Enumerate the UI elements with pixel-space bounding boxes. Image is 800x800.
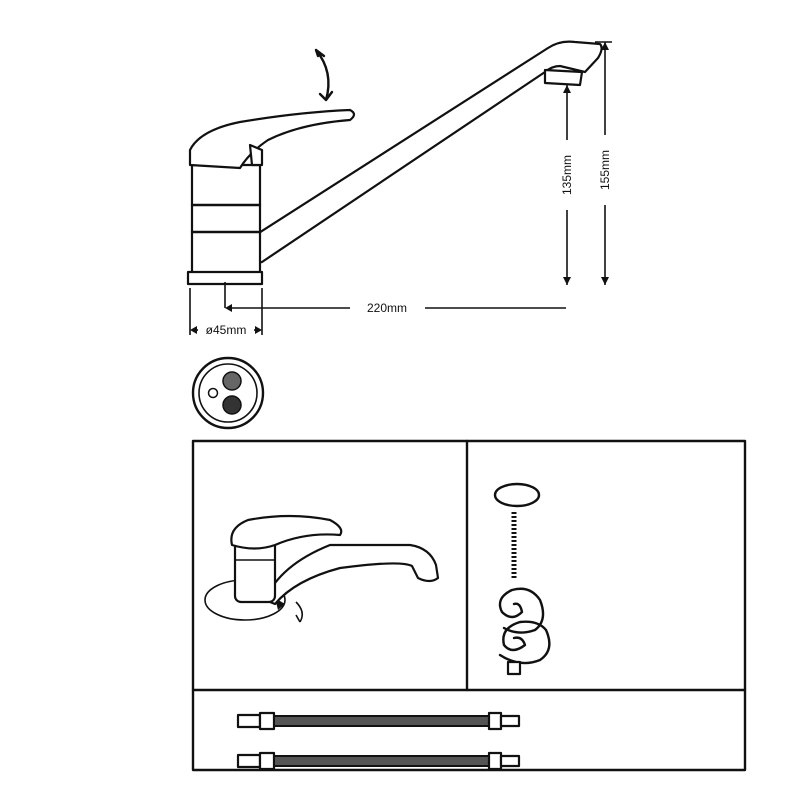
faucet-side-view — [186, 40, 603, 286]
hose-1 — [236, 711, 521, 731]
reach-label: 220mm — [367, 301, 407, 315]
flexible-hoses — [236, 711, 521, 771]
horseshoe-plate — [498, 620, 551, 665]
spout — [238, 40, 603, 270]
faucet-body — [190, 163, 262, 275]
nozzle — [543, 68, 584, 87]
total-height-label: 155mm — [598, 150, 612, 190]
dimension-lines — [189, 41, 612, 335]
horseshoe-washer — [498, 587, 545, 634]
lever-motion-arrow-icon — [314, 48, 334, 102]
handle-lever — [188, 108, 356, 170]
faucet-top-view — [191, 356, 265, 430]
hose-2 — [236, 751, 521, 771]
spout-height-label: 135mm — [560, 155, 574, 195]
swivel-faucet-illustration — [204, 514, 440, 623]
accessories-box — [191, 439, 747, 772]
nut — [506, 660, 522, 676]
mounting-parts — [493, 482, 551, 676]
o-ring — [493, 482, 541, 508]
diameter-label: ø45mm — [206, 323, 247, 337]
